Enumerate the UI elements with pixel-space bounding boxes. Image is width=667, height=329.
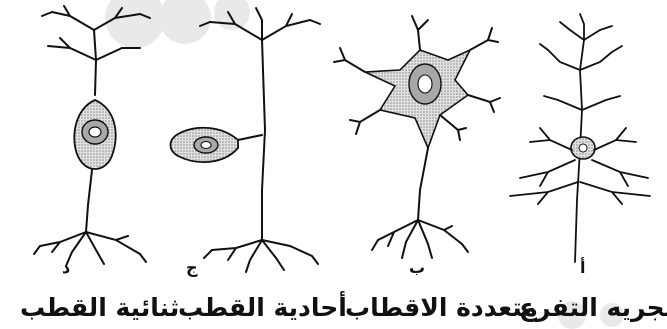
caption-dendritic: شجريه التفرع — [519, 293, 667, 322]
caption-bipolar: ثنائية القطب — [20, 293, 179, 322]
panel-letter-c: ج — [186, 258, 198, 277]
dendritic-neuron — [510, 14, 650, 262]
multipolar-neuron — [334, 16, 500, 258]
panel-letter-d: د — [62, 258, 70, 277]
caption-multipolar: متعددة الاقطاب — [345, 293, 538, 322]
panel-letter-a: أ — [580, 258, 585, 277]
panel-letter-b: ب — [409, 258, 425, 277]
unipolar-neuron — [171, 8, 321, 272]
caption-unipolar: أحادية القطب — [178, 293, 347, 322]
